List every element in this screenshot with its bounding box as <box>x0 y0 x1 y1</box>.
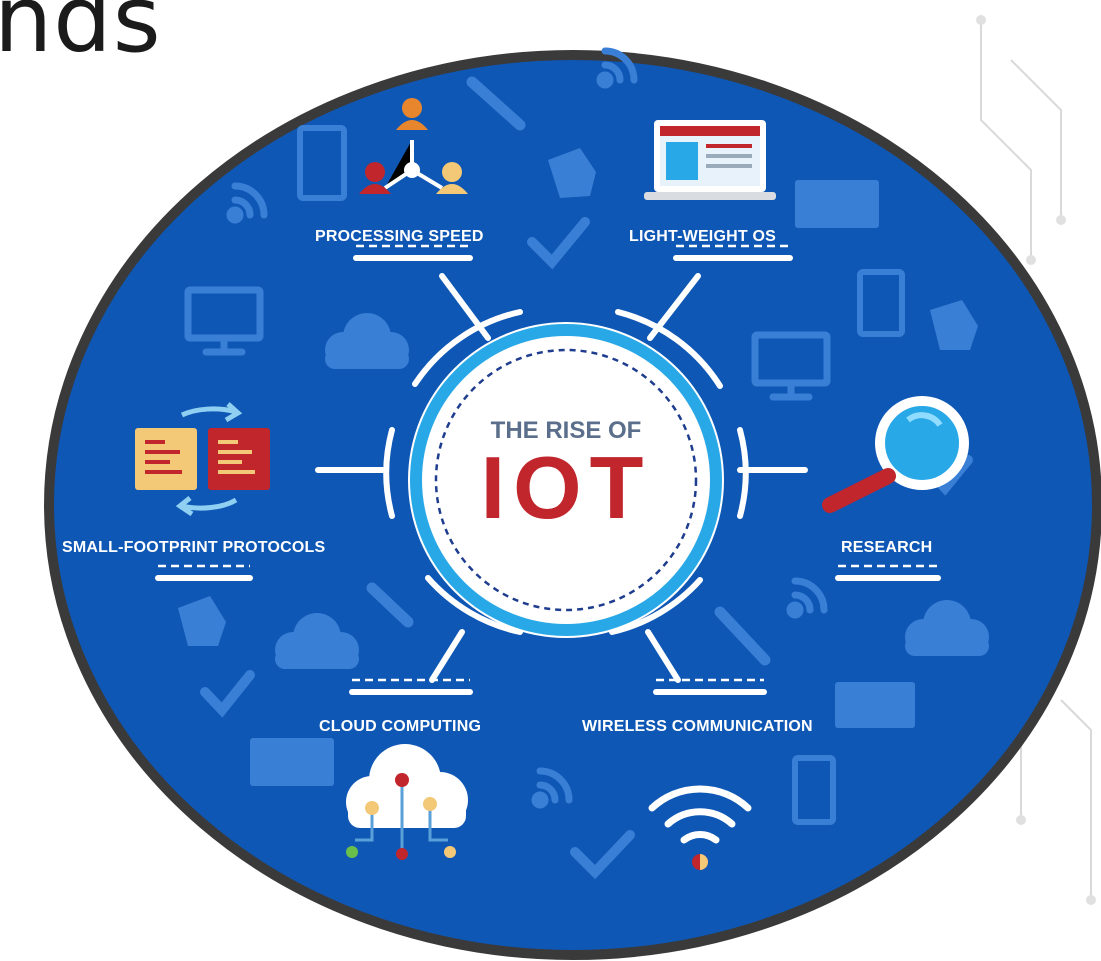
documents-sync-icon <box>135 402 270 517</box>
people-network-icon <box>359 98 468 194</box>
cloud-circuit-icon <box>346 744 468 860</box>
monitor-icon <box>184 286 831 401</box>
cloud-icon <box>905 600 989 656</box>
center-title: IOT <box>480 438 652 537</box>
page-heading: nds <box>0 0 162 73</box>
label-processing-speed: PROCESSING SPEED <box>315 228 484 245</box>
wrench-icon <box>366 76 771 666</box>
cloud-icon <box>275 613 359 669</box>
center-subtitle: THE RISE OF <box>490 417 642 444</box>
label-wireless-communication: WIRELESS COMMUNICATION <box>582 718 813 735</box>
center-hub <box>408 322 724 638</box>
magnifier-icon <box>822 396 969 513</box>
label-cloud-computing: CLOUD COMPUTING <box>319 718 482 735</box>
label-light-weight-os: LIGHT-WEIGHT OS <box>629 228 776 245</box>
hand-icon <box>178 148 978 646</box>
signal-icon <box>226 47 828 809</box>
label-small-footprint-protocols: SMALL-FOOTPRINT PROTOCOLS <box>62 539 326 556</box>
cloud-icon <box>325 313 409 369</box>
laptop-icon <box>644 120 776 200</box>
card-icon <box>250 180 915 786</box>
label-research: RESEARCH <box>841 539 933 556</box>
phone-icon <box>297 125 905 825</box>
wifi-icon <box>648 785 752 844</box>
